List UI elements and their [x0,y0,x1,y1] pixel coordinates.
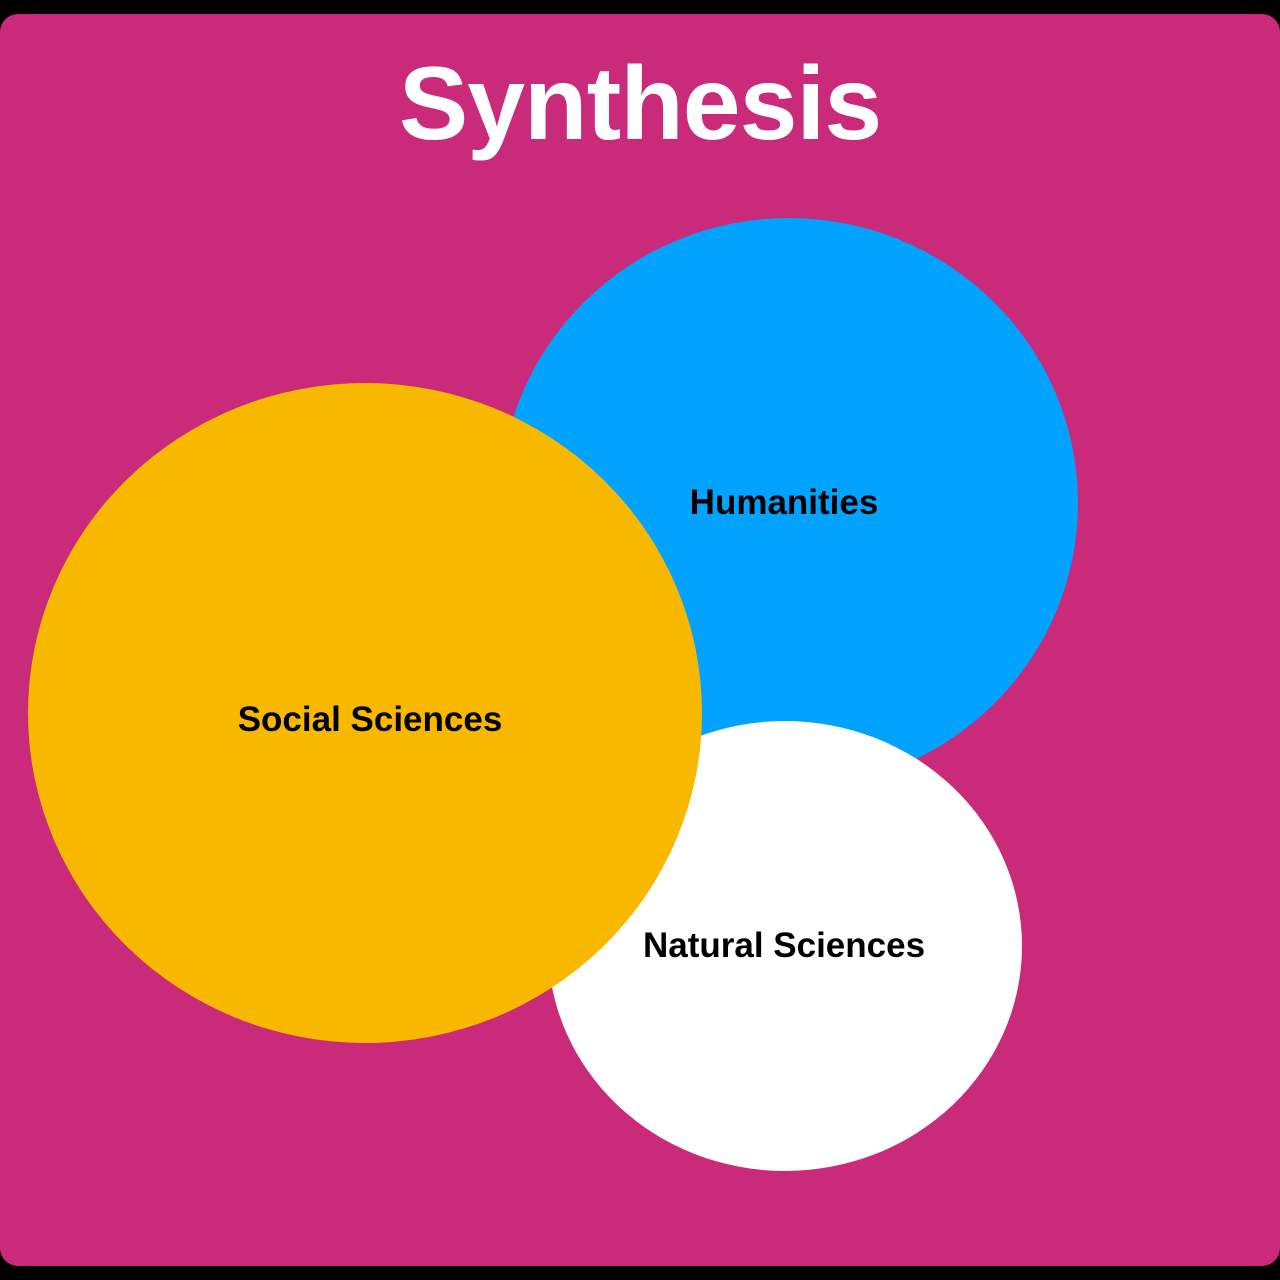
diagram-panel: Synthesis Humanities Social Sciences Nat… [0,14,1280,1266]
social-sciences-label: Social Sciences [237,700,503,739]
humanities-label: Humanities [689,483,879,522]
social-sciences-circle [28,383,702,1043]
diagram-title: Synthesis [398,46,882,162]
natural-sciences-label: Natural Sciences [642,926,926,965]
